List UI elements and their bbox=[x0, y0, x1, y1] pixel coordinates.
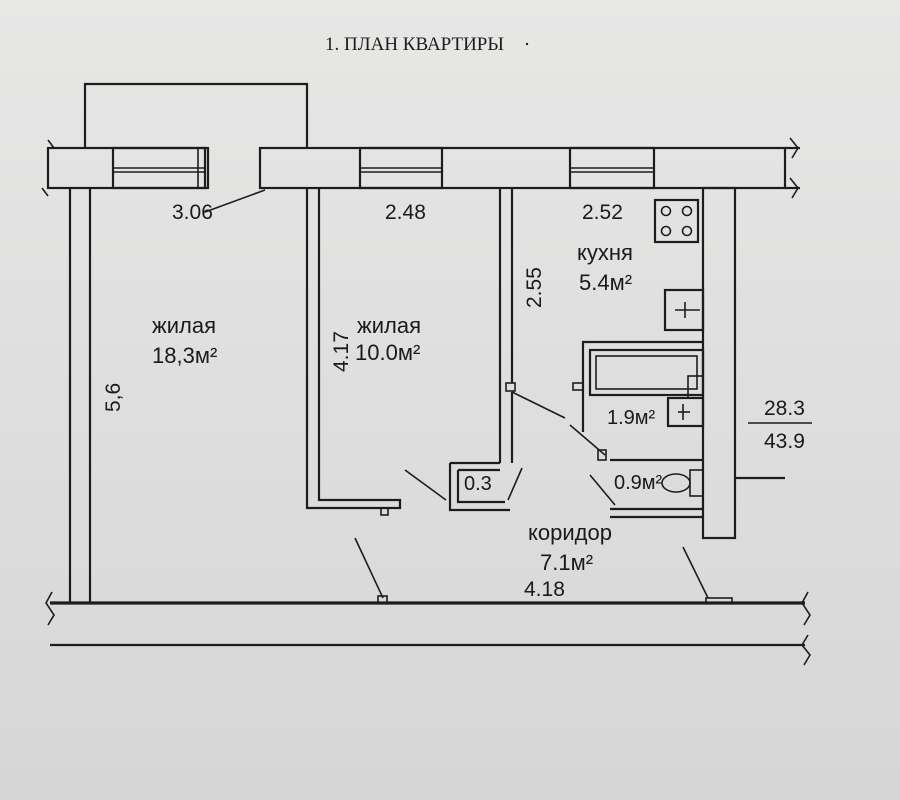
dimension-56: 5,6 bbox=[102, 383, 125, 412]
dimension-leader-306 bbox=[204, 189, 266, 213]
exterior-wall-left bbox=[68, 188, 92, 603]
door-living-large bbox=[354, 537, 384, 599]
door-entrance bbox=[682, 546, 709, 599]
bathroom bbox=[572, 340, 705, 432]
room-area-toilet: 0.9м² bbox=[614, 472, 663, 494]
room-area-kitchen: 5.4м² bbox=[579, 270, 632, 295]
room-area-corridor: 7.1м² bbox=[540, 550, 593, 575]
room-area-living-large: 18,3м² bbox=[152, 343, 217, 368]
door-kitchen bbox=[511, 391, 566, 419]
dimension-248: 2.48 bbox=[385, 201, 426, 224]
room-area-living-small: 10.0м² bbox=[355, 340, 420, 365]
room-area-bathroom: 1.9м² bbox=[607, 407, 656, 429]
closet bbox=[448, 461, 523, 512]
room-label-kitchen: кухня bbox=[577, 240, 633, 265]
living-area-total: 28.3 bbox=[764, 397, 805, 420]
plan-title: 1. ПЛАН КВАРТИРЫ bbox=[325, 34, 504, 55]
dimension-417: 4.17 bbox=[330, 331, 353, 372]
toilet-room bbox=[610, 458, 704, 519]
window-kitchen bbox=[568, 146, 656, 190]
stove-icon bbox=[653, 198, 700, 244]
room-area-closet: 0.3 bbox=[464, 473, 492, 495]
door-living-small bbox=[404, 469, 447, 501]
dimension-418: 4.18 bbox=[524, 578, 565, 601]
title-dot bbox=[525, 42, 529, 46]
dimension-255: 2.55 bbox=[523, 267, 546, 308]
balcony bbox=[83, 82, 309, 148]
room-label-living-large: жилая bbox=[152, 313, 216, 338]
kitchen-sink-icon bbox=[663, 288, 705, 332]
room-label-corridor: коридор bbox=[528, 520, 612, 545]
dimension-306: 3.06 bbox=[172, 201, 213, 224]
doors bbox=[354, 391, 733, 604]
partition-kitchen bbox=[498, 188, 516, 463]
partition-living-rooms bbox=[305, 188, 402, 516]
total-area: 43.9 bbox=[764, 430, 805, 453]
window-living-small bbox=[358, 146, 444, 190]
exterior-wall-bottom bbox=[45, 591, 811, 666]
right-interior-wall bbox=[701, 186, 785, 540]
door-toilet bbox=[589, 474, 616, 506]
area-totals: 28.3 43.9 bbox=[748, 397, 812, 453]
dimension-252: 2.52 bbox=[582, 201, 623, 224]
room-label-living-small: жилая bbox=[357, 313, 421, 338]
window-living-large bbox=[111, 146, 207, 190]
